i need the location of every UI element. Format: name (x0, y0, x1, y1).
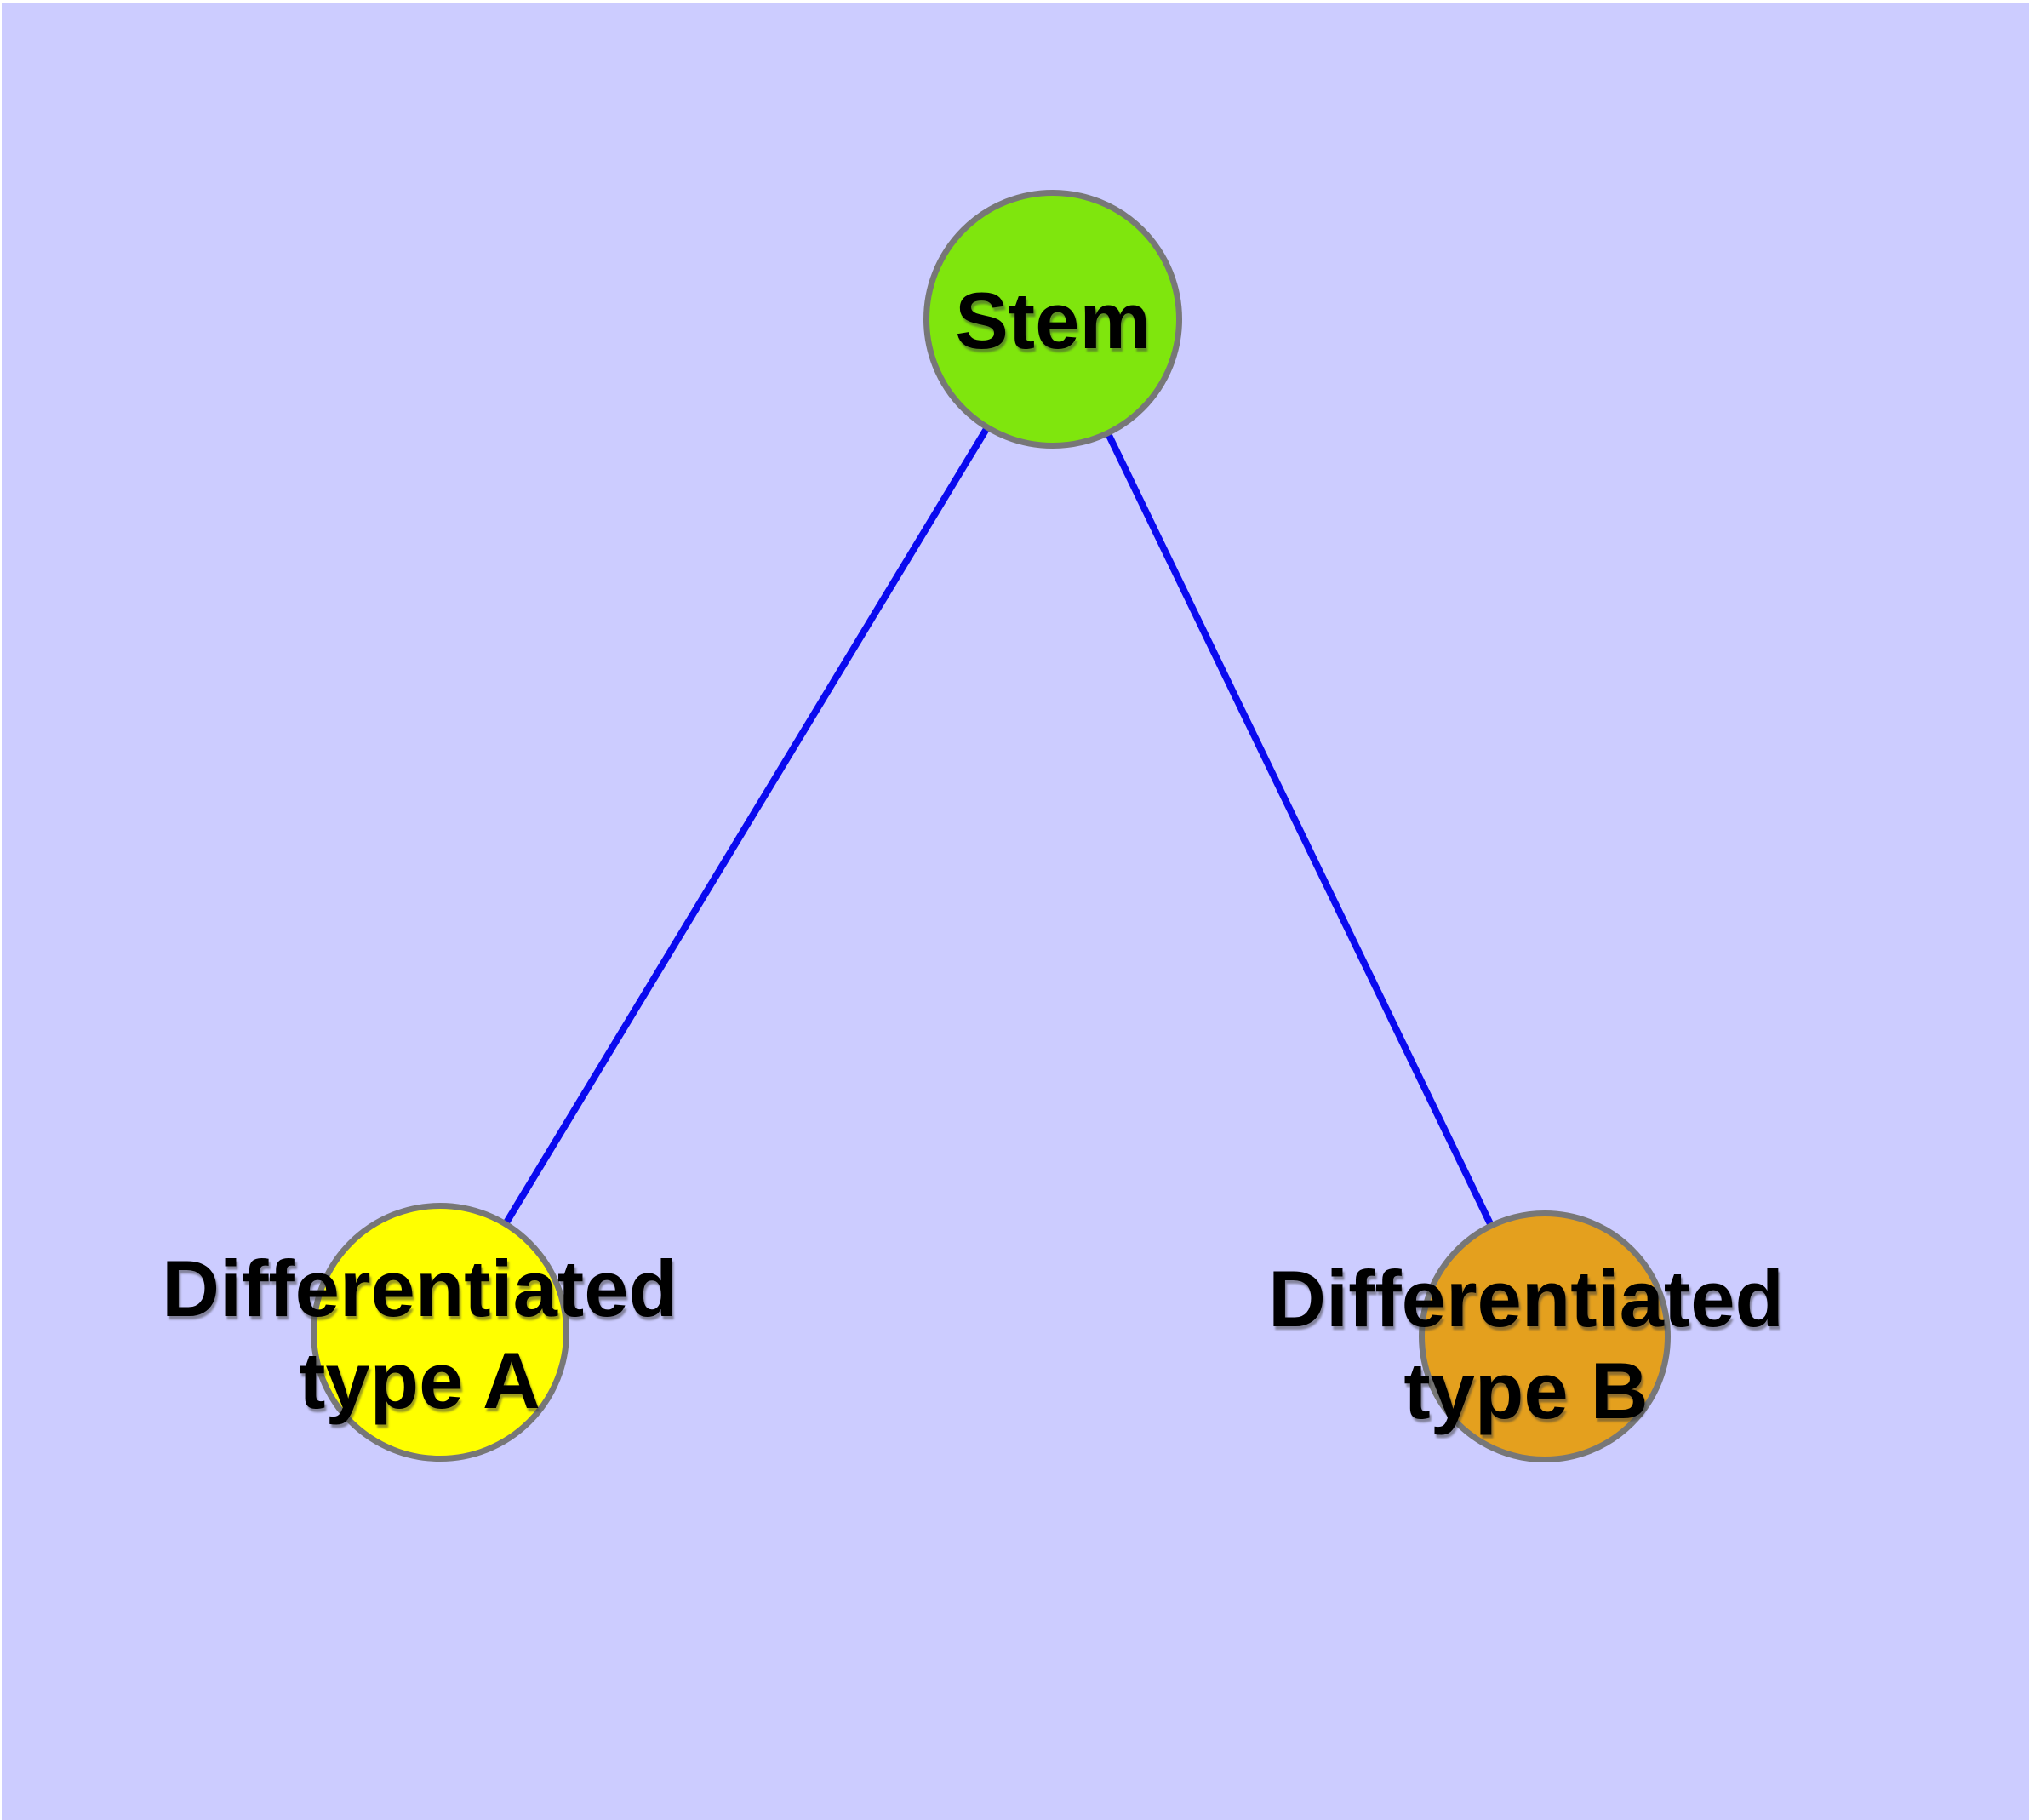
node-differentiated-type-a (311, 1203, 569, 1462)
node-differentiated-type-a-label-line1: Differentiated (162, 1244, 677, 1333)
node-stem (923, 190, 1182, 449)
canvas-left-margin (0, 0, 2, 1820)
canvas-top-margin (0, 0, 2029, 3)
node-differentiated-type-b-label: Differentiated type B (1268, 1253, 1784, 1437)
node-differentiated-type-b (1419, 1210, 1671, 1462)
node-differentiated-type-a-label: Differentiated type A (162, 1243, 677, 1427)
edge-stem-to-type-a (437, 317, 1056, 1335)
node-differentiated-type-a-label-line2: type A (299, 1336, 540, 1425)
node-stem-label: Stem (955, 275, 1151, 367)
node-differentiated-type-b-label-line2: type B (1403, 1346, 1649, 1435)
node-differentiated-type-b-label-line1: Differentiated (1268, 1254, 1784, 1343)
node-stem-label-line1: Stem (955, 276, 1151, 365)
edge-stem-to-type-b (1049, 318, 1548, 1338)
